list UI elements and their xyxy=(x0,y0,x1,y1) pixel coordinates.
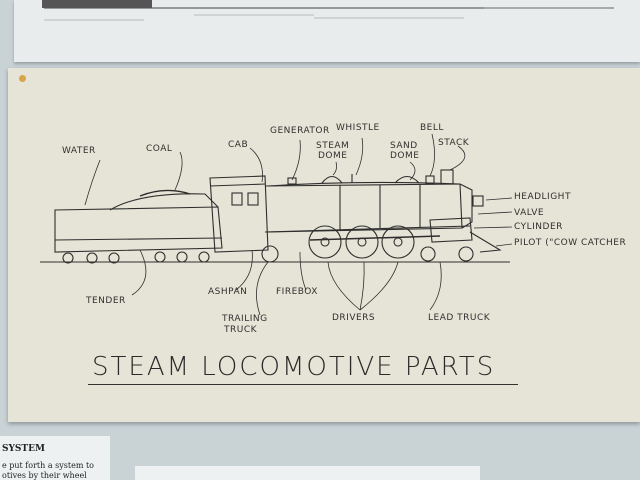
caption-card xyxy=(0,436,110,480)
leader-lines xyxy=(84,133,513,316)
label-trailing-truck-2: TRUCK xyxy=(224,325,258,335)
caption-heading: SYSTEM xyxy=(2,444,45,454)
trailing-truck-wheel xyxy=(261,245,279,263)
poster-title: STEAM LOCOMOTIVE PARTS xyxy=(92,352,496,382)
tender-body xyxy=(54,206,223,253)
label-drivers: DRIVERS xyxy=(332,313,376,323)
coal-heap xyxy=(139,189,191,197)
lead-truck-wheel-front xyxy=(458,246,474,262)
label-sand-dome-1: SAND xyxy=(390,141,418,151)
label-cab: CAB xyxy=(228,140,249,150)
smoke-stack xyxy=(440,169,454,185)
label-stack: STACK xyxy=(438,138,470,148)
thumbtack-icon xyxy=(19,75,26,82)
driver-wheels xyxy=(308,225,415,259)
label-lead-truck: LEAD TRUCK xyxy=(428,313,491,323)
steam-dome xyxy=(321,175,343,184)
locomotive-poster xyxy=(8,68,640,422)
pilot xyxy=(469,231,502,253)
coal-pile xyxy=(109,193,219,211)
label-sand-dome-2: DOME xyxy=(390,151,420,161)
upper-sheet-strip xyxy=(42,0,152,8)
label-water: WATER xyxy=(62,146,96,156)
label-steam-dome-2: DOME xyxy=(318,151,348,161)
label-firebox: FIREBOX xyxy=(276,287,318,297)
caption-line-2: otives by their wheel xyxy=(2,471,87,480)
tender-wheels xyxy=(62,251,210,264)
caption-line-1: e put forth a system to xyxy=(2,461,94,470)
label-bell: BELL xyxy=(420,123,444,133)
title-underline xyxy=(88,384,518,385)
label-steam-dome-1: STEAM xyxy=(316,141,350,151)
cab-body xyxy=(209,175,269,253)
label-pilot: PILOT ("COW CATCHER xyxy=(514,238,627,248)
label-generator: GENERATOR xyxy=(270,126,330,136)
label-valve: VALVE xyxy=(514,208,545,218)
label-trailing-truck-1: TRAILING xyxy=(222,314,268,324)
label-cylinder: CYLINDER xyxy=(514,222,563,232)
lead-truck-wheel xyxy=(420,246,436,262)
label-ashpan: ASHPAN xyxy=(208,287,248,297)
label-headlight: HEADLIGHT xyxy=(514,192,571,202)
label-whistle: WHISTLE xyxy=(336,123,380,133)
generator xyxy=(287,177,297,185)
upper-sheet-sketch xyxy=(42,0,614,21)
upper-diagram-sheet xyxy=(14,0,640,62)
cylinder xyxy=(429,217,473,243)
headlight xyxy=(472,195,484,207)
lower-sheet xyxy=(135,466,480,480)
sand-dome xyxy=(394,175,420,184)
boiler xyxy=(264,183,463,233)
label-tender: TENDER xyxy=(86,296,126,306)
label-coal: COAL xyxy=(146,144,173,154)
side-rod xyxy=(309,235,441,241)
